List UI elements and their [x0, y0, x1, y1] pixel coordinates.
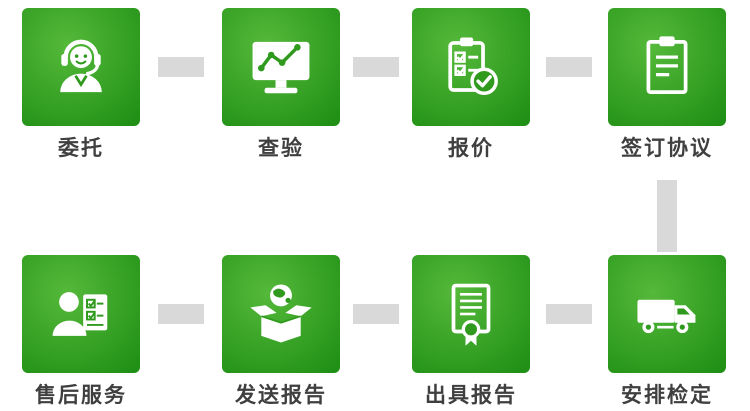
step-tile-5-box: [22, 255, 140, 373]
connector-bottom-1: [158, 304, 204, 324]
connector-top-2: [353, 57, 399, 77]
connector-bottom-2: [353, 304, 399, 324]
step-label-5: 售后服务: [35, 384, 127, 407]
person-checklist-icon: [52, 292, 108, 336]
step-tile-2: 查验: [222, 8, 340, 160]
step-tile-6-box: [222, 255, 340, 373]
step-tile-3: 报价: [412, 8, 530, 160]
step-tile-1-box: [22, 8, 140, 126]
step-tile-3-box: [412, 8, 530, 126]
step-label-7: 出具报告: [425, 384, 517, 407]
step-tile-1: 委托: [22, 8, 140, 160]
step-tile-2-box: [222, 8, 340, 126]
box-globe-icon: [250, 284, 312, 343]
connector-top-3: [546, 57, 592, 77]
checklist-approved-icon: [448, 37, 498, 95]
step-tile-8: 安排检定: [608, 255, 726, 407]
step-label-4: 签订协议: [621, 137, 713, 160]
connector-vertical-right: [657, 180, 677, 252]
step-tile-6: 发送报告: [222, 255, 340, 407]
step-tile-8-box: [608, 255, 726, 373]
monitor-chart-icon: [252, 41, 310, 94]
delivery-truck-icon: [637, 299, 696, 334]
step-tile-7: 出具报告: [412, 255, 530, 407]
step-label-2: 查验: [258, 137, 304, 160]
step-tile-5: 售后服务: [22, 255, 140, 407]
connector-bottom-3: [546, 304, 592, 324]
headset-agent-icon: [60, 39, 102, 93]
step-tile-7-box: [412, 255, 530, 373]
step-tile-4-box: [608, 8, 726, 126]
certificate-report-icon: [451, 283, 491, 346]
step-label-1: 委托: [58, 137, 104, 160]
connector-top-1: [158, 57, 204, 77]
step-label-6: 发送报告: [235, 384, 327, 407]
agreement-document-icon: [646, 36, 688, 95]
step-label-3: 报价: [448, 137, 494, 160]
step-tile-4: 签订协议: [608, 8, 726, 160]
step-label-8: 安排检定: [621, 384, 713, 407]
